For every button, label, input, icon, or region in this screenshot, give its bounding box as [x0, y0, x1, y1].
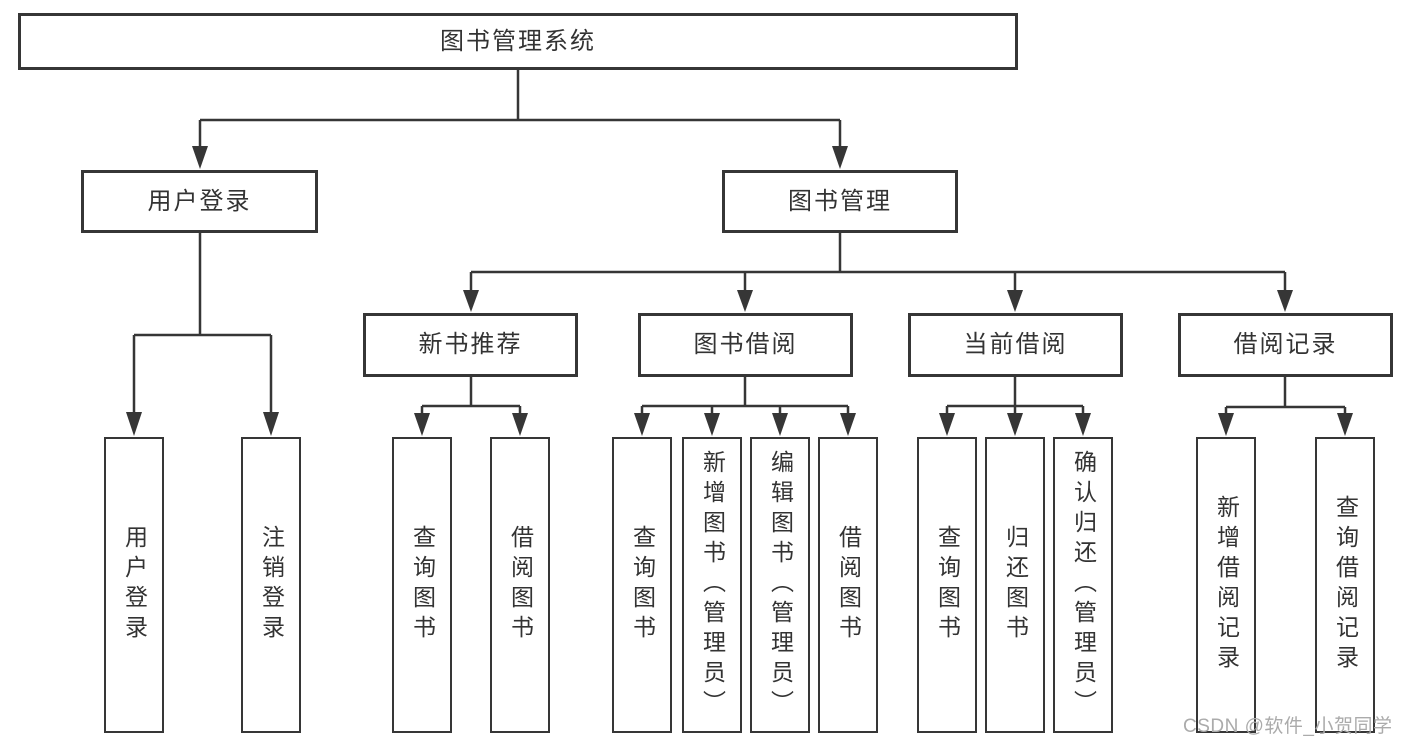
arrowhead-leaf-d1 [939, 413, 955, 436]
leaf-query-books-borrowing: 查询图书 [612, 437, 672, 733]
leaf-borrow-books-recommendation: 借阅图书 [490, 437, 550, 733]
arrowhead-leaf-e1 [1218, 413, 1234, 436]
node-borrowing-records: 借阅记录 [1178, 313, 1393, 377]
node-book-borrowing: 图书借阅 [638, 313, 853, 377]
leaf-return-book: 归还图书 [985, 437, 1045, 733]
leaf-query-borrow-record: 查询借阅记录 [1315, 437, 1375, 733]
arrowhead-leaf-c2 [704, 413, 720, 436]
arrowhead-newbookrec-node [463, 290, 479, 312]
arrowhead-leaf-e2 [1337, 413, 1353, 436]
leaf-add-borrow-record: 新增借阅记录 [1196, 437, 1256, 733]
arrowhead-leaf-a2 [263, 412, 279, 436]
arrowhead-leaf-d3 [1075, 413, 1091, 436]
arrowhead-currentborrow-node [1007, 290, 1023, 312]
csdn-watermark: CSDN @软件_小贺同学 [1183, 716, 1393, 737]
arrowhead-leaf-c1 [634, 413, 650, 436]
arrowhead-leaf-b1 [414, 413, 430, 436]
arrowhead-leaf-c4 [840, 413, 856, 436]
leaf-query-books-current: 查询图书 [917, 437, 977, 733]
arrowhead-bookmgmt-node [832, 146, 848, 169]
arrowhead-borrowrecords-node [1277, 290, 1293, 312]
node-book-management: 图书管理 [722, 170, 958, 233]
arrowhead-leaf-b2 [512, 413, 528, 436]
arrowhead-leaf-d2 [1007, 413, 1023, 436]
arrowhead-leaf-c3 [772, 413, 788, 436]
leaf-logout: 注销登录 [241, 437, 301, 733]
leaf-add-book-admin: 新增图书（管理员） [682, 437, 742, 733]
leaf-confirm-return-admin: 确认归还（管理员） [1053, 437, 1113, 733]
arrowhead-userlogin-node [192, 146, 208, 169]
arrowhead-leaf-a1 [126, 412, 142, 436]
leaf-borrow-books-borrowing: 借阅图书 [818, 437, 878, 733]
leaf-query-books-recommendation: 查询图书 [392, 437, 452, 733]
node-user-login: 用户登录 [81, 170, 318, 233]
leaf-user-login: 用户登录 [104, 437, 164, 733]
arrowhead-bookborrow-node [737, 290, 753, 312]
node-new-book-recommendation: 新书推荐 [363, 313, 578, 377]
node-current-borrowing: 当前借阅 [908, 313, 1123, 377]
leaf-edit-book-admin: 编辑图书（管理员） [750, 437, 810, 733]
node-library-management-system: 图书管理系统 [18, 13, 1018, 70]
